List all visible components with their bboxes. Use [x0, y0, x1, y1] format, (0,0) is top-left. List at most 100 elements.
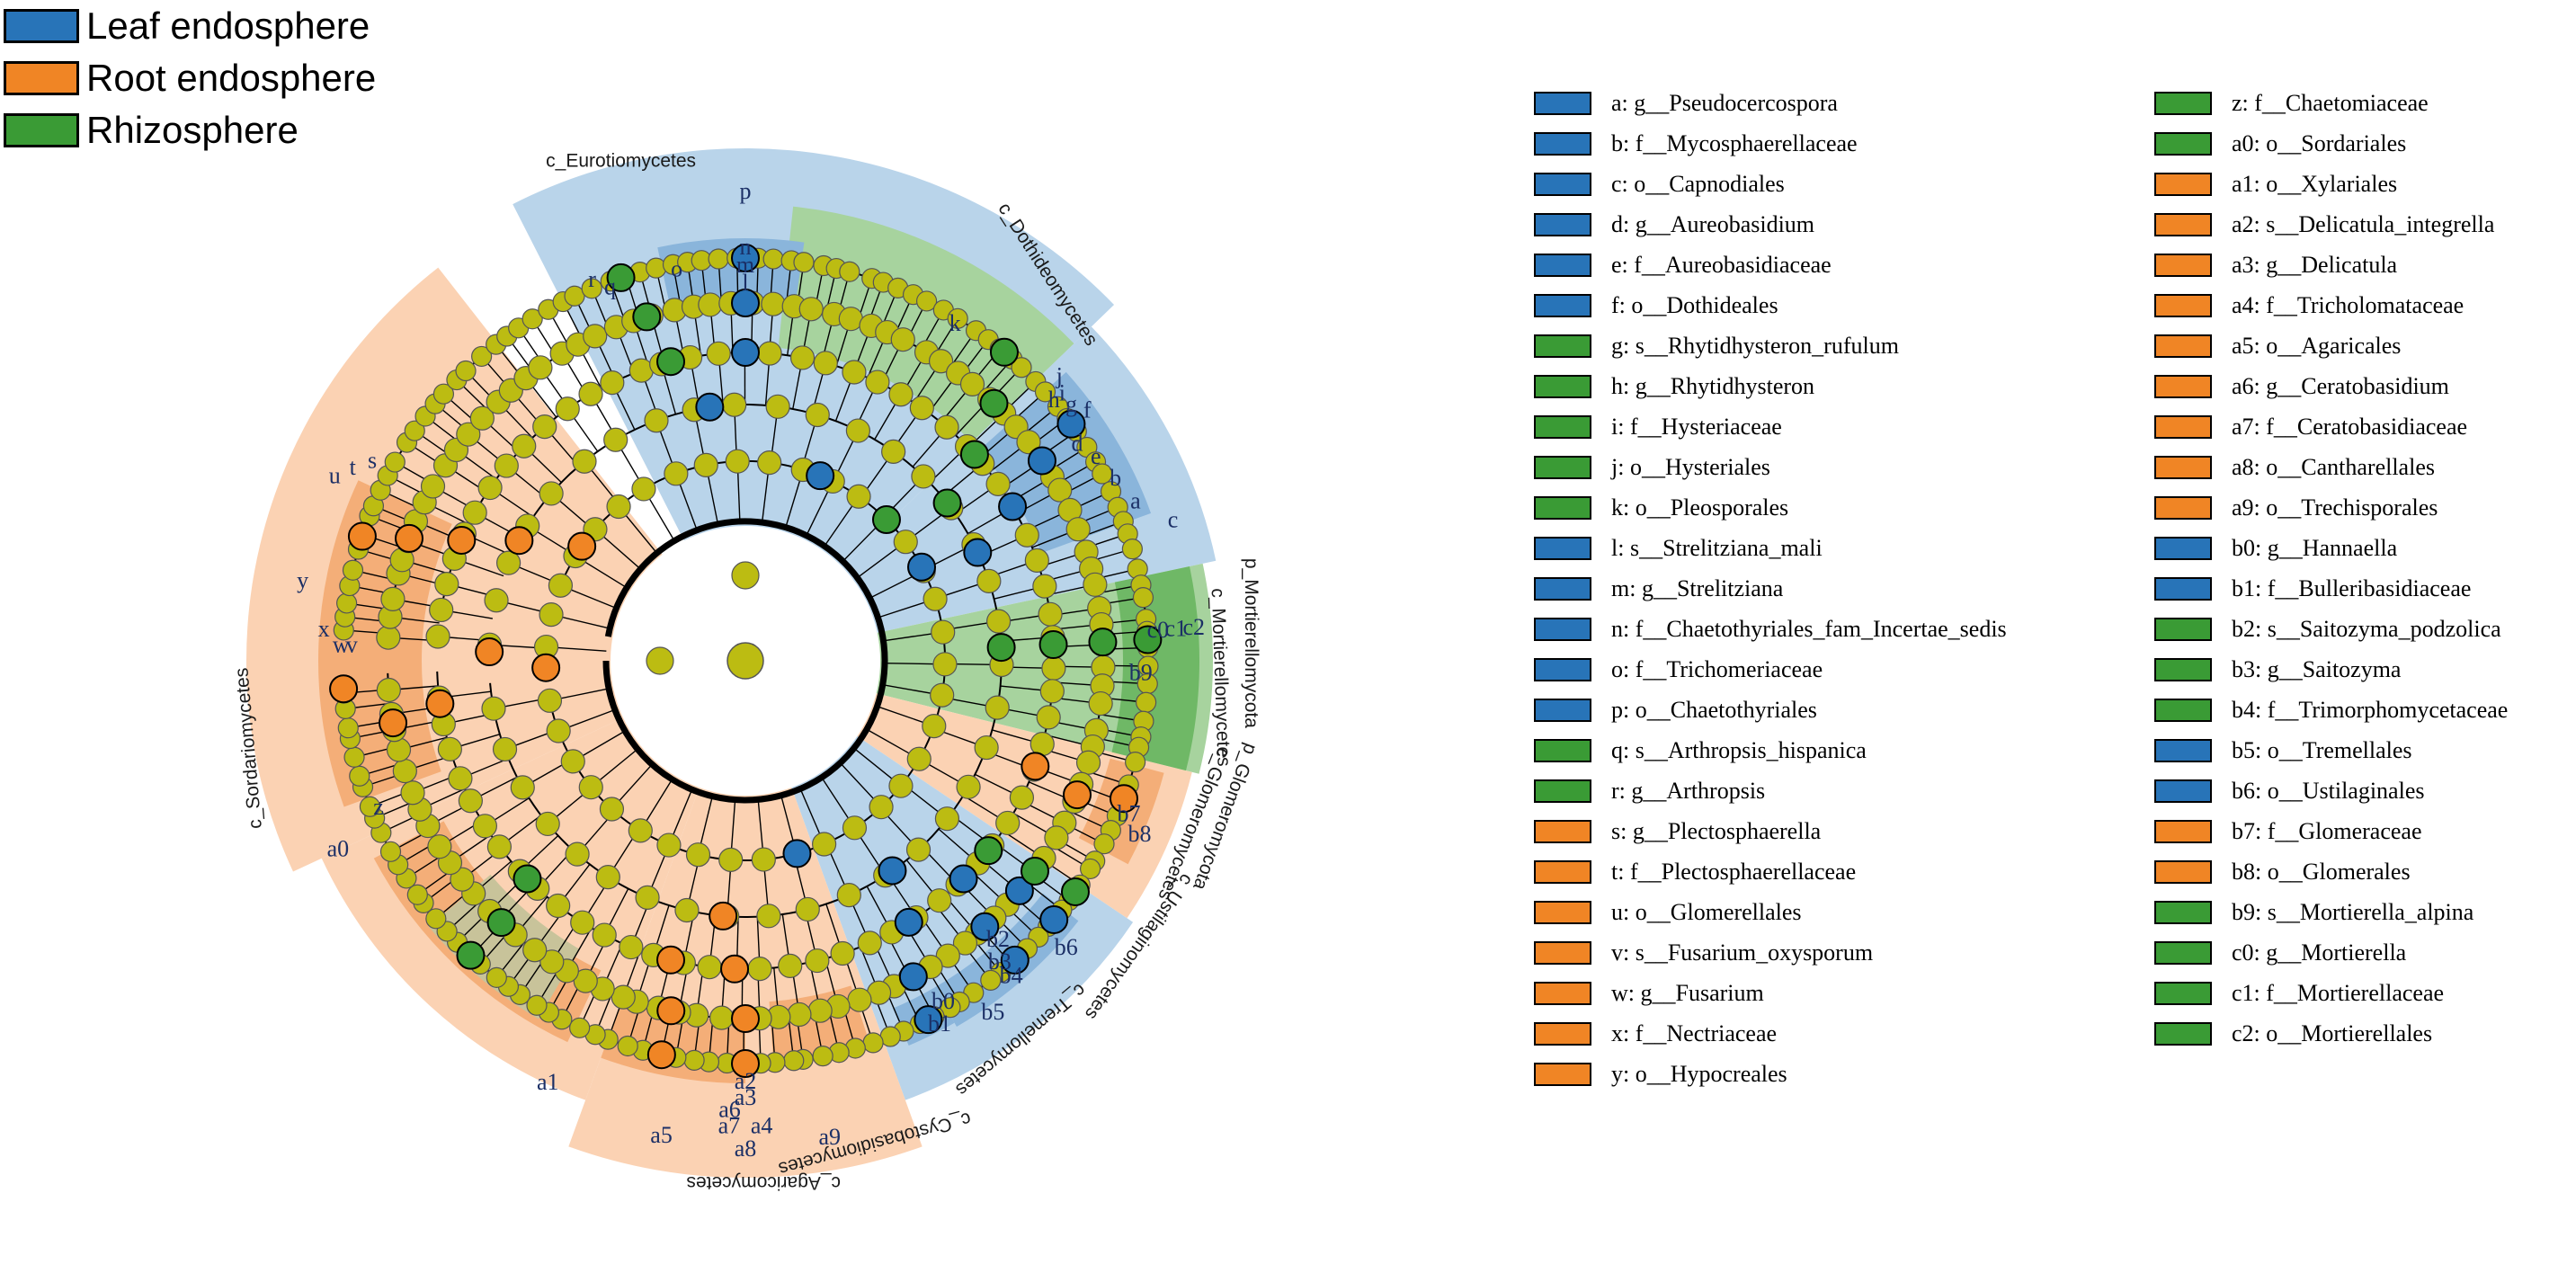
taxon-node: [761, 291, 786, 316]
biomarker-letter: o: [671, 256, 682, 282]
taxon-node: [1125, 752, 1146, 773]
biomarker-key-label: b4: f__Trimorphomycetaceae: [2232, 696, 2509, 723]
biomarker-node: [731, 1004, 760, 1033]
taxon-node: [708, 248, 729, 270]
taxon-node: [923, 586, 948, 611]
biomarker-key-item: b1: f__Bulleribasidiaceae: [2154, 568, 2508, 609]
biomarker-letter: c0: [1147, 617, 1170, 643]
taxon-node: [956, 774, 981, 799]
taxon-node: [429, 597, 454, 623]
taxon-node: [484, 588, 509, 613]
biomarker-key-item: b6: o__Ustilaginales: [2154, 770, 2508, 811]
taxon-node: [592, 922, 617, 948]
biomarker-node: [989, 337, 1019, 367]
taxon-node: [865, 369, 890, 395]
biomarker-letter: c: [1168, 506, 1179, 532]
taxon-node: [922, 714, 947, 739]
taxon-node: [386, 737, 412, 762]
biomarker-letter: u: [329, 463, 341, 489]
taxon-node: [838, 307, 863, 332]
biomarker-swatch: [1534, 981, 1591, 1005]
taxon-node: [985, 695, 1010, 720]
taxon-node: [611, 984, 636, 1010]
biomarker-key-item: k: o__Pleosporales: [1534, 487, 2007, 528]
biomarker-node: [731, 244, 760, 272]
biomarker-node: [504, 526, 534, 556]
taxon-node: [1132, 587, 1154, 609]
taxon-node: [709, 1005, 735, 1030]
taxon-node: [635, 885, 660, 910]
biomarker-key-label: a9: o__Trechisporales: [2232, 494, 2438, 521]
taxon-node: [778, 953, 803, 978]
biomarker-node: [731, 1049, 760, 1078]
taxon-node: [472, 814, 497, 839]
taxon-node: [570, 910, 595, 935]
taxon-node: [1083, 572, 1108, 597]
biomarker-node: [1021, 752, 1050, 781]
biomarker-node: [606, 263, 636, 292]
group-swatch: [4, 9, 79, 43]
taxon-node: [337, 717, 359, 739]
biomarker-key-item: b0: g__Hannaella: [2154, 528, 2508, 568]
group-swatch: [4, 113, 79, 147]
biomarker-node: [347, 521, 377, 551]
biomarker-letter: i: [1059, 379, 1065, 405]
tree-ring-arc: [602, 518, 888, 804]
taxon-node: [456, 422, 481, 447]
biomarker-swatch: [2154, 212, 2212, 236]
taxon-node: [1075, 750, 1101, 775]
biomarker-letter: l: [742, 270, 748, 296]
taxon-node: [805, 948, 830, 974]
biomarker-letter: a8: [735, 1135, 757, 1162]
biomarker-key-item: m: g__Strelitziana: [1534, 568, 2007, 609]
biomarker-letter: b1: [928, 1010, 951, 1037]
biomarker-letter: k: [949, 310, 961, 336]
biomarker-letter: d: [1072, 430, 1083, 456]
biomarker-node: [447, 525, 477, 555]
taxon-node: [539, 481, 564, 506]
biomarker-key-item: w: g__Fusarium: [1534, 973, 2007, 1013]
taxon-node: [995, 810, 1021, 836]
taxon-node: [581, 278, 602, 299]
biomarker-key-label: b5: o__Tremellales: [2232, 736, 2412, 763]
biomarker-swatch: [2154, 900, 2212, 924]
taxon-node: [379, 841, 402, 862]
biomarker-letter: b7: [1118, 800, 1141, 826]
biomarker-swatch: [1534, 617, 1591, 641]
biomarker-key-label: a1: o__Xylariales: [2232, 170, 2398, 197]
clade-background-sector: [791, 735, 1134, 1100]
biomarker-key-label: s: g__Plectosphaerella: [1611, 817, 1822, 844]
taxon-node: [486, 834, 513, 859]
biomarker-key-label: b0: g__Hannaella: [2232, 534, 2398, 561]
taxon-node: [1016, 430, 1041, 455]
biomarker-key-item: a: g__Pseudocercospora: [1534, 83, 2007, 123]
taxon-node: [674, 897, 700, 923]
taxon-node: [434, 572, 459, 597]
taxon-node: [888, 382, 914, 407]
biomarker-key-label: a4: f__Tricholomataceae: [2232, 291, 2465, 318]
taxon-node: [869, 795, 894, 820]
taxon-node: [932, 652, 958, 677]
taxon-node: [548, 573, 574, 598]
biomarker-key-item: b8: o__Glomerales: [2154, 851, 2508, 892]
biomarker-swatch: [1534, 91, 1591, 115]
taxon-node: [526, 994, 548, 1016]
biomarker-key-item: a3: g__Delicatula: [2154, 245, 2508, 285]
taxon-node: [795, 896, 820, 922]
taxon-node: [807, 998, 833, 1023]
biomarker-key-label: c2: o__Mortierellales: [2232, 1019, 2433, 1046]
taxon-node: [1136, 691, 1157, 713]
taxon-node: [619, 934, 644, 960]
taxon-node: [583, 324, 608, 349]
biomarker-node: [695, 392, 725, 422]
biomarker-swatch: [2154, 374, 2212, 398]
taxon-node: [857, 930, 882, 956]
biomarker-swatch: [1534, 414, 1591, 439]
taxon-node: [420, 474, 446, 499]
taxon-node: [646, 257, 667, 279]
biomarker-node: [782, 839, 812, 868]
taxon-node: [572, 449, 597, 474]
biomarker-key-item: i: f__Hysteriaceae: [1534, 406, 2007, 447]
biomarker-letter: a3: [735, 1084, 757, 1110]
